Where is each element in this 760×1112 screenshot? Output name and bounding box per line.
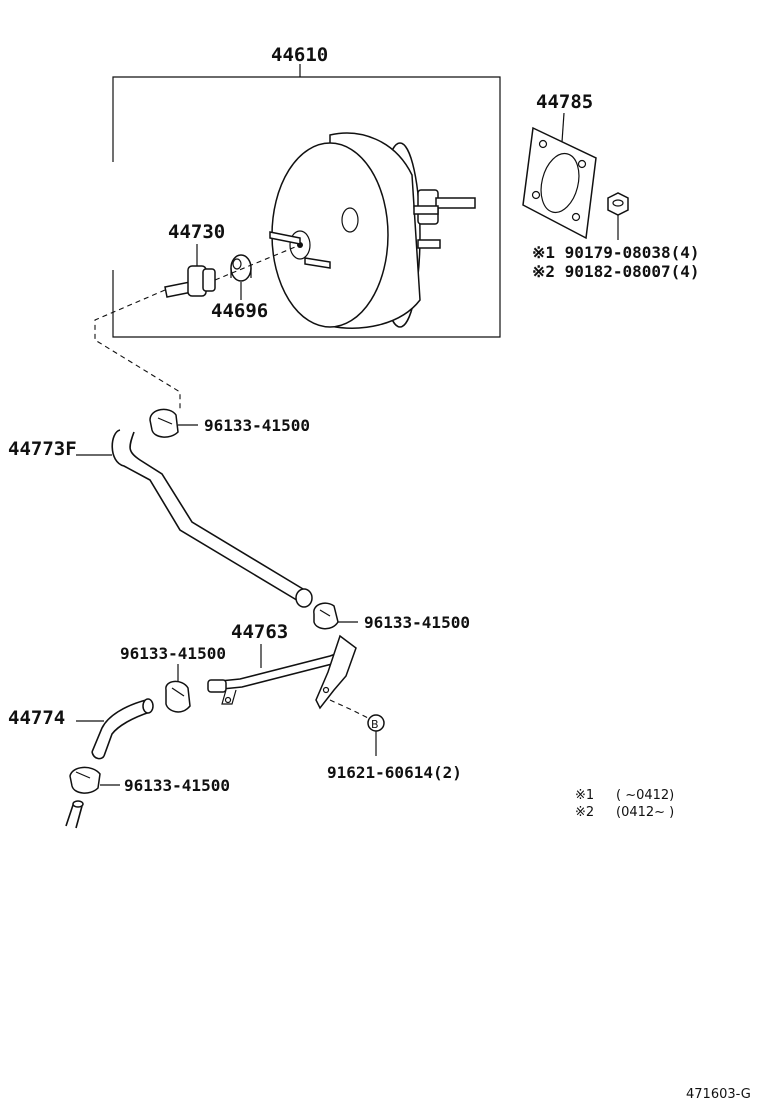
legend-row1-mark: ※1 [575,788,594,803]
clip-mid-left-part-number[interactable]: 96133-41500 [120,644,226,663]
nut-part-number-2[interactable]: ※2 90182-08007(4) [532,262,700,281]
grommet-part-number[interactable]: 44696 [211,300,268,322]
bolt-marker: B [367,714,385,732]
legend-row2-range: (0412~ ) [616,805,674,820]
date-range-legend: ※1 ( ~0412) ※2 (0412~ ) [575,788,674,820]
booster-assembly-group: 44610 44730 [112,44,501,338]
check-valve[interactable] [164,265,216,298]
vacuum-hose-lower[interactable] [91,698,154,760]
hose-clip-mid-right[interactable] [313,602,339,630]
clip-mid-right-part-number[interactable]: 96133-41500 [364,613,470,632]
gasket-part-number[interactable]: 44785 [536,91,593,113]
figure-code: 471603-G [686,1087,751,1102]
hose-connection-dashed-line [94,289,181,412]
bolt-dashed-line [329,699,373,721]
valve-centerline [214,244,301,281]
grommet[interactable] [230,254,252,282]
vacuum-booster[interactable] [269,132,476,329]
clip-bottom-part-number[interactable]: 96133-41500 [124,776,230,795]
booster-gasket[interactable] [522,126,597,240]
nut-part-number-1[interactable]: ※1 90179-08038(4) [532,243,700,262]
vacuum-hose-upper[interactable] [111,429,313,608]
hose-clip-mid-left[interactable] [165,680,191,713]
legend-row1-range: ( ~0412) [616,788,674,803]
check-valve-part-number[interactable]: 44730 [168,221,225,243]
gasket-group: 44785 ※1 90179-08038(4) ※2 90182-08007(4… [522,91,700,281]
mounting-nut[interactable] [607,192,629,216]
bolt-part-number[interactable]: 91621-60614(2) [327,763,462,782]
hose-clip-top[interactable] [149,408,179,438]
bolt-marker-letter: B [371,718,379,731]
pipe-part-number[interactable]: 44763 [231,621,288,643]
hose-clip-bottom[interactable] [69,766,101,794]
legend-row2-mark: ※2 [575,805,594,820]
booster-part-number[interactable]: 44610 [271,44,328,66]
hose-upper-part-number[interactable]: 44773F [8,438,77,460]
gasket-leader [561,112,565,143]
vacuum-pipe[interactable] [207,634,357,710]
hose-lower-part-number[interactable]: 44774 [8,707,65,729]
clip-top-part-number[interactable]: 96133-41500 [204,416,310,435]
intake-fitting-stub [65,800,84,829]
assembly-bracket-box [112,76,501,338]
